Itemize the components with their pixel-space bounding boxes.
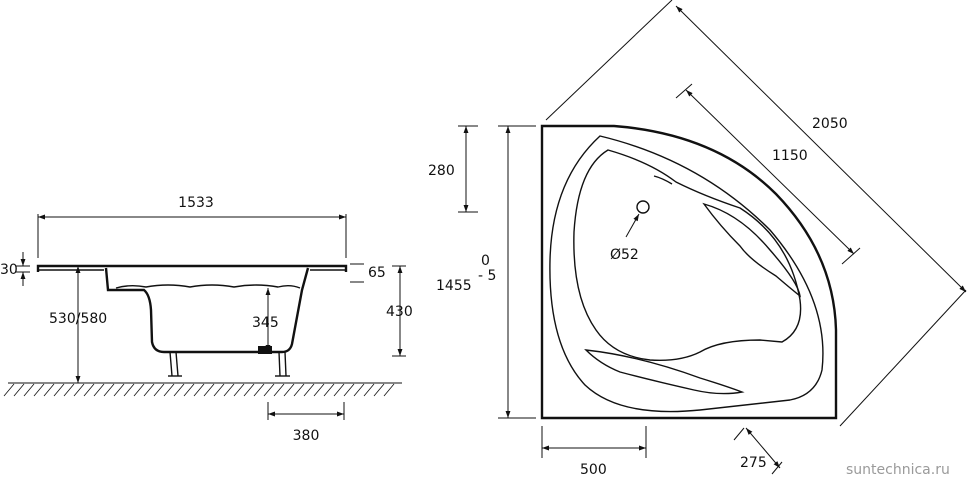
hatch-line xyxy=(143,383,155,397)
hatch-line xyxy=(63,383,75,397)
tub-body xyxy=(104,267,310,354)
tub-rim xyxy=(36,264,348,272)
hatch-line xyxy=(53,383,65,397)
hatch-line xyxy=(173,383,185,397)
dim-drain: Ø52 xyxy=(610,247,639,263)
hatch-line xyxy=(213,383,225,397)
hatch-line xyxy=(133,383,145,397)
dim-height: 530/580 xyxy=(49,311,107,327)
hatch-line xyxy=(33,383,45,397)
dim-length: 1533 xyxy=(178,195,214,211)
hatch-line xyxy=(23,383,35,397)
hatch-line xyxy=(103,383,115,397)
hatch-line xyxy=(93,383,105,397)
dim-tol-minus: - 5 xyxy=(478,268,496,284)
dim-feet-spacing: 380 xyxy=(293,428,320,444)
hatch-line xyxy=(233,383,245,397)
hatch-line xyxy=(203,383,215,397)
hatch-line xyxy=(353,383,365,397)
watermark: suntechnica.ru xyxy=(846,462,950,478)
hatch-line xyxy=(323,383,335,397)
basin-rim xyxy=(549,135,824,413)
hatch-line xyxy=(73,383,85,397)
hatch-line xyxy=(363,383,375,397)
hatch-line xyxy=(83,383,95,397)
dim-bottom-width: 500 xyxy=(580,462,607,478)
dim-width-top: 280 xyxy=(428,163,455,179)
dim-tol-plus: 0 xyxy=(481,253,490,269)
dim-depth-right: 65 xyxy=(368,265,386,281)
hatch-line xyxy=(283,383,295,397)
hatch-line xyxy=(313,383,325,397)
dim-corner: 275 xyxy=(740,455,767,471)
hatch-line xyxy=(373,383,385,397)
hatch-line xyxy=(223,383,235,397)
hatch-line xyxy=(163,383,175,397)
dim-diagonal: 2050 xyxy=(812,116,848,132)
drain-circle xyxy=(636,200,650,214)
hatch-line xyxy=(333,383,345,397)
hatch-line xyxy=(303,383,315,397)
hatch-line xyxy=(253,383,265,397)
tub-legs xyxy=(168,346,290,377)
hatch-line xyxy=(273,383,285,397)
hatch-line xyxy=(243,383,255,397)
hatch-line xyxy=(193,383,205,397)
hatch-line xyxy=(343,383,355,397)
hatch-line xyxy=(13,383,25,397)
dim-side-length: 1455 xyxy=(436,278,472,294)
basin-inner xyxy=(573,149,802,362)
side-view: 1533 30 530/580 65 345 430 380 xyxy=(0,195,413,444)
hatch-line xyxy=(263,383,275,397)
dim-rim: 30 xyxy=(0,262,18,278)
hatch-line xyxy=(123,383,135,397)
dim-height-right: 430 xyxy=(386,304,413,320)
seat-bottom xyxy=(584,349,745,395)
water-line xyxy=(115,284,301,289)
hatch-line xyxy=(383,383,395,397)
hatch-line xyxy=(113,383,125,397)
top-view: Ø52 280 1455 0 - 5 2050 1150 275 500 xyxy=(428,0,967,478)
dim-inner-depth: 345 xyxy=(252,315,279,331)
hatch-line xyxy=(3,383,15,397)
hatch-line xyxy=(43,383,55,397)
hatch-line xyxy=(293,383,305,397)
dim-inner-diagonal: 1150 xyxy=(772,148,808,164)
hatch-line xyxy=(183,383,195,397)
floor-hatching xyxy=(3,383,395,397)
hatch-line xyxy=(153,383,165,397)
